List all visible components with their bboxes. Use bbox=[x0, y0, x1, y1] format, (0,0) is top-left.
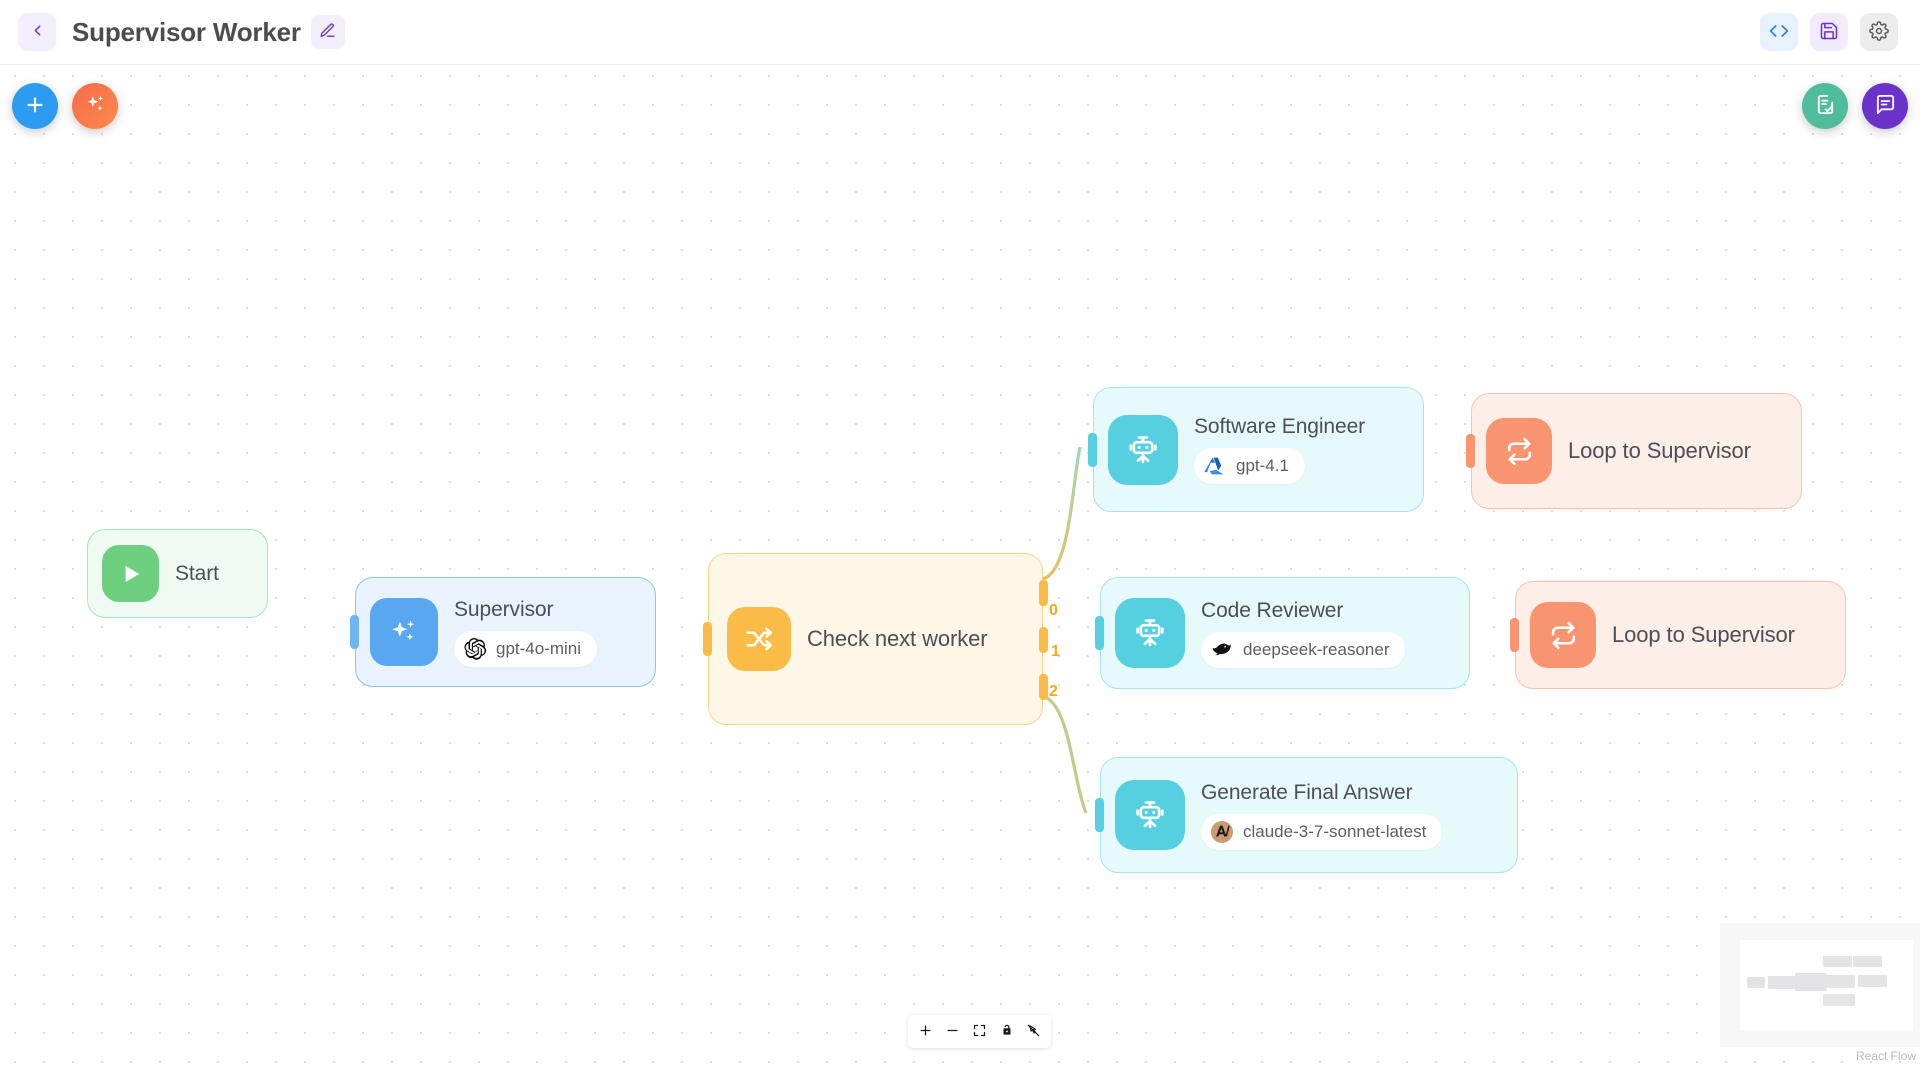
minus-icon bbox=[945, 1023, 960, 1041]
gear-icon bbox=[1869, 20, 1889, 44]
node-input-handle[interactable] bbox=[703, 622, 712, 656]
node-input-handle[interactable] bbox=[1095, 616, 1104, 650]
play-icon bbox=[102, 545, 159, 602]
branch-edge-label-1: 1 bbox=[1051, 643, 1060, 660]
branch-edge-label-0: 0 bbox=[1049, 602, 1058, 619]
model-name: gpt-4.1 bbox=[1236, 456, 1289, 475]
canvas-controls bbox=[908, 1015, 1051, 1048]
azure-logo-icon bbox=[1203, 454, 1227, 478]
validate-button[interactable] bbox=[1802, 83, 1848, 129]
top-bar-left: Supervisor Worker bbox=[18, 13, 345, 51]
node-software-engineer[interactable]: Software Engineer gpt-4.1 bbox=[1088, 387, 1424, 512]
node-input-handle[interactable] bbox=[1095, 798, 1104, 832]
node-input-handle[interactable] bbox=[1088, 432, 1097, 467]
branch-output-handle-0[interactable] bbox=[1039, 580, 1048, 606]
minimap-viewport bbox=[1740, 940, 1913, 1030]
toggle-interactivity-button[interactable] bbox=[1020, 1018, 1047, 1045]
code-brackets-icon bbox=[1769, 21, 1789, 44]
page-title: Supervisor Worker bbox=[72, 16, 301, 47]
anthropic-logo-icon bbox=[1210, 820, 1234, 844]
node-label: Start bbox=[175, 561, 219, 585]
edge-branch2-generate-final-answer bbox=[1042, 694, 1088, 814]
plus-icon bbox=[918, 1023, 933, 1041]
deepseek-logo-icon bbox=[1210, 638, 1234, 662]
plus-icon bbox=[24, 94, 46, 119]
model-badge[interactable]: gpt-4o-mini bbox=[454, 630, 598, 667]
chat-button[interactable] bbox=[1862, 83, 1908, 129]
model-badge[interactable]: gpt-4.1 bbox=[1194, 448, 1305, 484]
minimap-node bbox=[1858, 975, 1887, 987]
minimap-node bbox=[1823, 994, 1855, 1006]
minimap-node bbox=[1768, 976, 1795, 989]
model-name: claude-3-7-sonnet-latest bbox=[1243, 821, 1427, 841]
branch-output-handle-2[interactable] bbox=[1039, 674, 1048, 700]
sparkles-icon bbox=[370, 598, 438, 666]
save-button[interactable] bbox=[1810, 13, 1848, 51]
model-badge[interactable]: claude-3-7-sonnet-latest bbox=[1201, 813, 1443, 850]
model-name: gpt-4o-mini bbox=[496, 638, 582, 658]
node-loop-to-supervisor-2[interactable]: Loop to Supervisor bbox=[1510, 581, 1846, 689]
chat-bubble-icon bbox=[1874, 93, 1897, 119]
minimap-node bbox=[1823, 975, 1855, 988]
model-name: deepseek-reasoner bbox=[1243, 639, 1390, 659]
pointer-slash-icon bbox=[1026, 1023, 1041, 1041]
react-flow-attribution[interactable]: React Flow bbox=[1855, 1049, 1916, 1063]
lock-icon bbox=[1000, 1023, 1014, 1040]
flow-canvas[interactable]: Start Supervisor gpt-4o-mini bbox=[0, 65, 1920, 1065]
minimap-node bbox=[1747, 977, 1765, 988]
branch-output-handle-1[interactable] bbox=[1039, 627, 1048, 653]
pencil-icon bbox=[319, 22, 336, 42]
robot-icon bbox=[1115, 598, 1185, 668]
node-input-handle[interactable] bbox=[1510, 618, 1519, 652]
robot-icon bbox=[1115, 780, 1185, 850]
robot-icon bbox=[1108, 414, 1178, 485]
node-loop-to-supervisor-1[interactable]: Loop to Supervisor bbox=[1466, 393, 1802, 509]
edit-title-button[interactable] bbox=[310, 15, 345, 49]
node-label: Code Reviewer bbox=[1201, 598, 1344, 622]
node-generate-final-answer[interactable]: Generate Final Answer claude-3-7-sonnet-… bbox=[1095, 757, 1518, 873]
floppy-disk-icon bbox=[1819, 21, 1839, 44]
branch-split-icon bbox=[727, 607, 791, 671]
minimap-node bbox=[1853, 956, 1882, 967]
node-supervisor[interactable]: Supervisor gpt-4o-mini bbox=[350, 577, 656, 687]
branch-edge-label-2: 2 bbox=[1049, 683, 1058, 700]
node-label: Loop to Supervisor bbox=[1568, 438, 1751, 463]
minimap-node bbox=[1823, 956, 1852, 967]
node-input-handle[interactable] bbox=[350, 615, 359, 649]
node-input-handle[interactable] bbox=[1466, 434, 1475, 468]
minimap[interactable] bbox=[1720, 923, 1920, 1047]
add-node-button[interactable] bbox=[12, 83, 58, 129]
settings-button[interactable] bbox=[1860, 13, 1898, 51]
openai-logo-icon bbox=[463, 637, 487, 661]
zoom-out-button[interactable] bbox=[939, 1018, 966, 1045]
back-button[interactable] bbox=[18, 13, 56, 51]
sparkles-icon bbox=[84, 93, 107, 119]
lock-button[interactable] bbox=[993, 1018, 1020, 1045]
minimap-node bbox=[1795, 973, 1827, 991]
zoom-in-button[interactable] bbox=[912, 1018, 939, 1045]
fit-view-button[interactable] bbox=[966, 1018, 993, 1045]
node-label: Software Engineer bbox=[1194, 415, 1366, 438]
code-view-button[interactable] bbox=[1760, 13, 1798, 51]
loop-repeat-icon bbox=[1530, 602, 1596, 668]
ai-generate-button[interactable] bbox=[72, 83, 118, 129]
node-label: Check next worker bbox=[807, 626, 988, 651]
chevron-left-icon bbox=[29, 22, 46, 42]
model-badge[interactable]: deepseek-reasoner bbox=[1201, 631, 1406, 668]
node-label: Supervisor bbox=[454, 597, 554, 621]
clipboard-check-icon bbox=[1814, 93, 1837, 119]
node-label: Generate Final Answer bbox=[1201, 780, 1413, 804]
node-start[interactable]: Start bbox=[87, 529, 268, 618]
fit-screen-icon bbox=[972, 1023, 987, 1041]
top-bar-actions bbox=[1760, 13, 1898, 51]
loop-repeat-icon bbox=[1486, 418, 1552, 484]
top-bar: Supervisor Worker bbox=[0, 0, 1920, 65]
node-label: Loop to Supervisor bbox=[1612, 622, 1795, 647]
node-code-reviewer[interactable]: Code Reviewer deepseek-reasoner bbox=[1095, 577, 1470, 689]
edge-branch0-software-engineer bbox=[1042, 446, 1082, 581]
node-check-next-worker[interactable]: Check next worker bbox=[703, 553, 1048, 725]
